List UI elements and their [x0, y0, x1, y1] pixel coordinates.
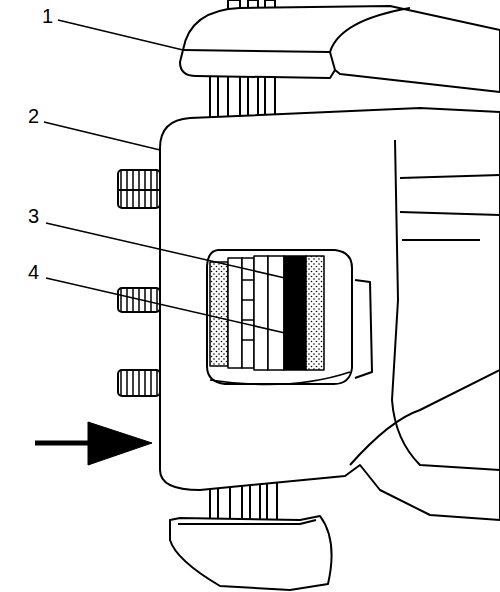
callout-number: 4: [28, 262, 39, 282]
callout-number: 3: [28, 206, 39, 226]
callout-number: 1: [42, 6, 53, 26]
callout-number: 2: [28, 106, 39, 126]
